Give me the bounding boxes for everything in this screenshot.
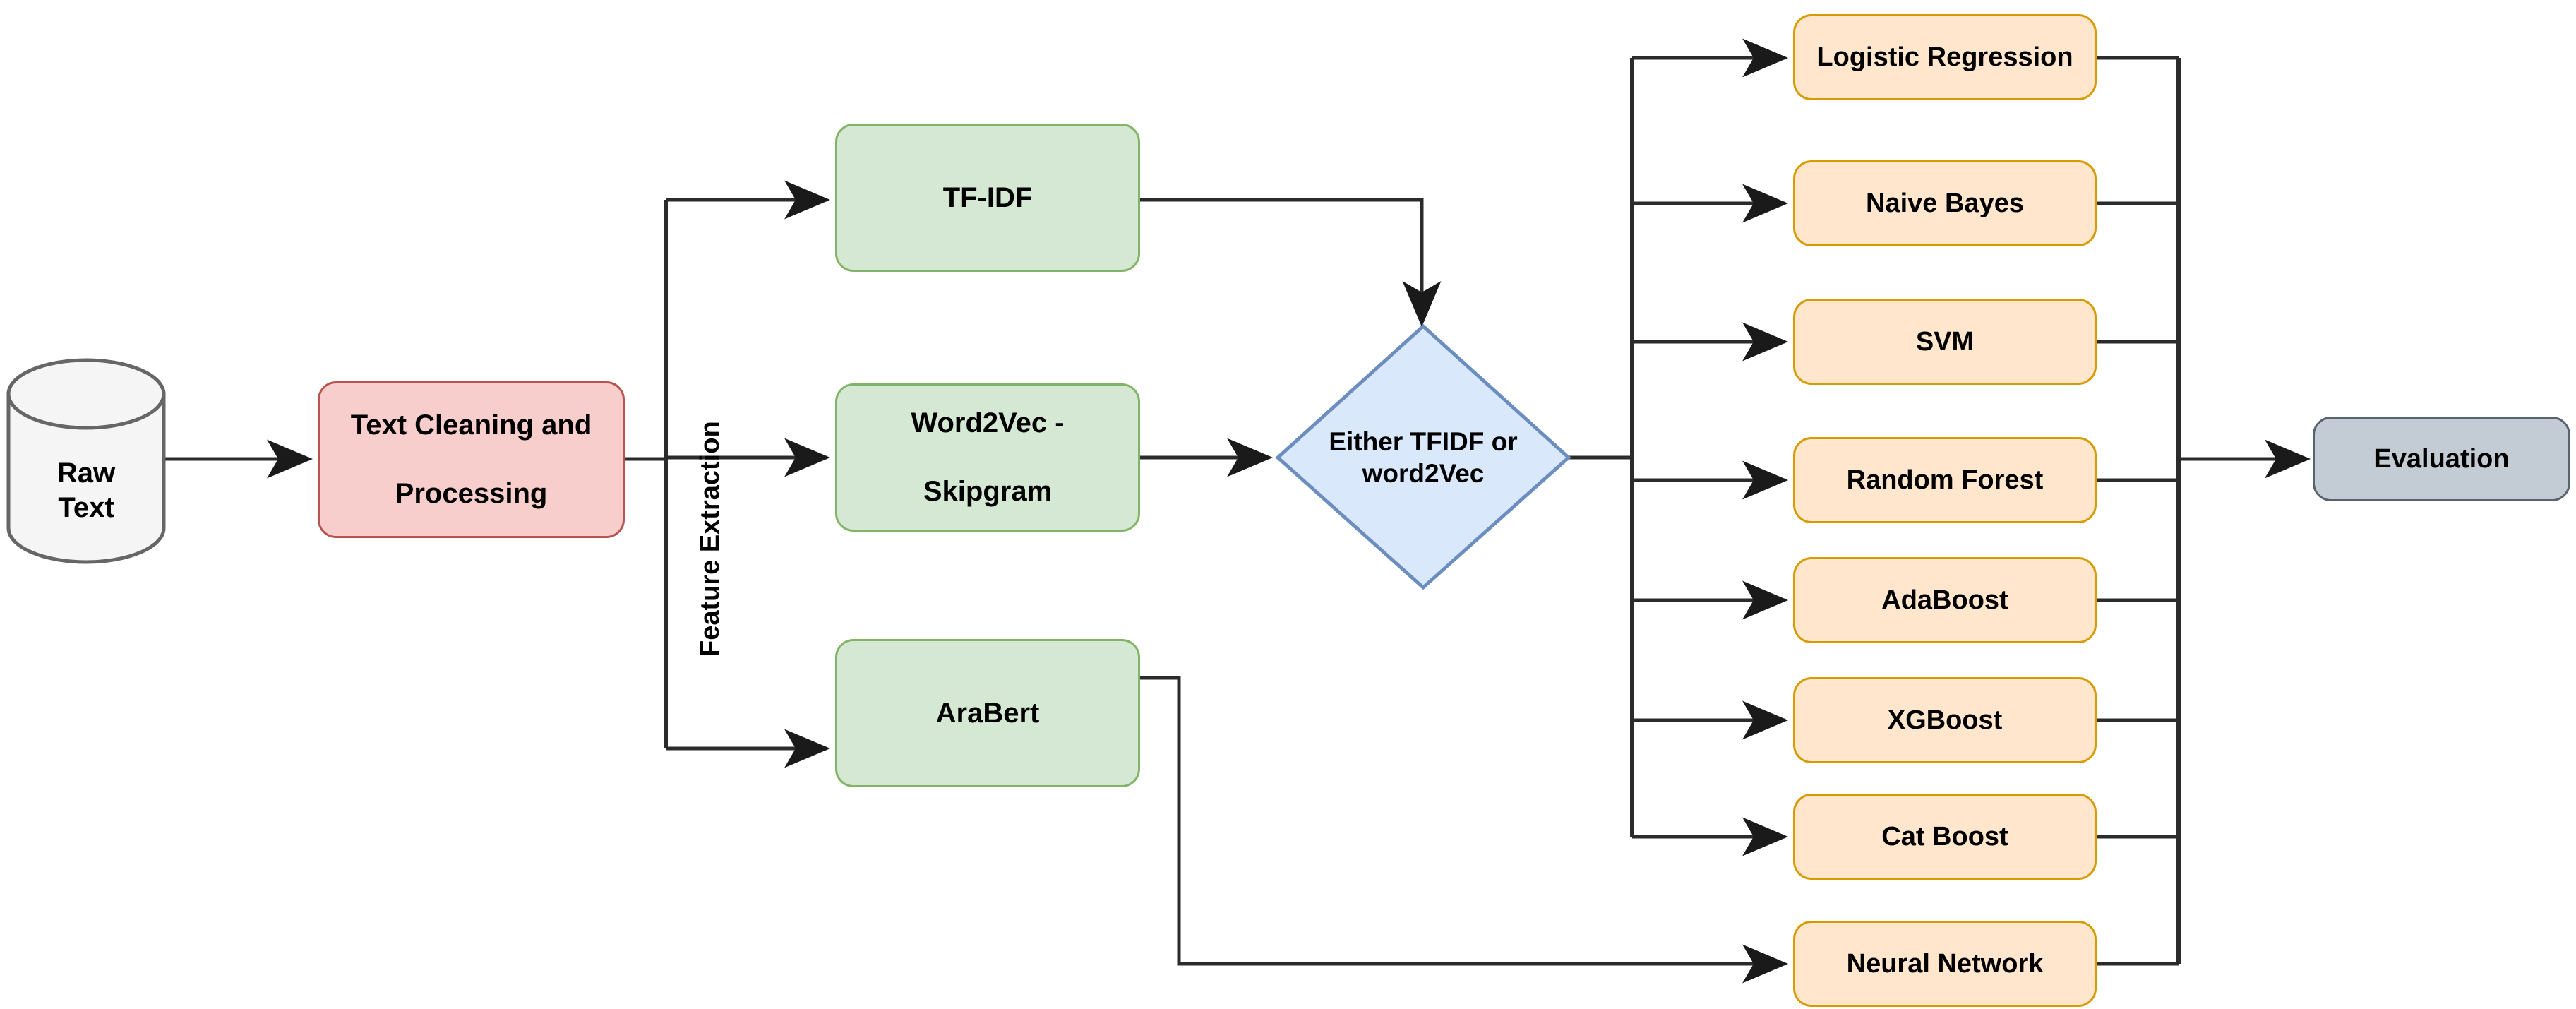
decision-label: Either TFIDF or word2Vec <box>1298 395 1549 520</box>
text-cleaning-line1: Text Cleaning and <box>350 409 592 441</box>
feature-extraction-label: Feature Extraction <box>695 421 725 657</box>
naive-bayes-label: Naive Bayes <box>1866 188 2024 218</box>
xgboost-label: XGBoost <box>1887 705 2003 735</box>
node-logistic-regression[interactable]: Logistic Regression <box>1793 14 2097 100</box>
node-text-cleaning-and-processing[interactable]: Text Cleaning and Processing <box>318 381 625 538</box>
word2vec-line2: Skipgram <box>923 476 1053 508</box>
node-svm[interactable]: SVM <box>1793 299 2097 385</box>
node-neural-network[interactable]: Neural Network <box>1793 921 2097 1007</box>
node-evaluation[interactable]: Evaluation <box>2313 417 2570 501</box>
evaluation-label: Evaluation <box>2373 443 2510 474</box>
adaboost-label: AdaBoost <box>1881 585 2008 615</box>
node-xgboost[interactable]: XGBoost <box>1793 677 2097 763</box>
neural-network-label: Neural Network <box>1846 948 2044 979</box>
node-naive-bayes[interactable]: Naive Bayes <box>1793 160 2097 246</box>
raw-text-cylinder <box>6 358 166 564</box>
decision-line2: word2Vec <box>1362 459 1485 488</box>
svm-label: SVM <box>1915 326 1975 357</box>
edge-arabert-to-neural-network <box>1140 676 1788 984</box>
raw-text-label: Raw Text <box>8 424 164 558</box>
node-cat-boost[interactable]: Cat Boost <box>1793 794 2097 880</box>
edge-tfidf-to-decision <box>1140 198 1442 327</box>
decision-diamond <box>1275 323 1571 590</box>
tf-idf-label: TF-IDF <box>942 181 1033 213</box>
cat-boost-label: Cat Boost <box>1881 821 2008 852</box>
logistic-regression-label: Logistic Regression <box>1816 42 2073 72</box>
text-cleaning-line2: Processing <box>395 478 548 510</box>
raw-text-line1: Raw <box>56 458 116 489</box>
node-adaboost[interactable]: AdaBoost <box>1793 557 2097 643</box>
node-random-forest[interactable]: Random Forest <box>1793 437 2097 523</box>
random-forest-label: Random Forest <box>1846 465 2044 495</box>
arabert-label: AraBert <box>935 697 1040 729</box>
node-tf-idf[interactable]: TF-IDF <box>835 124 1140 272</box>
decision-line1: Either TFIDF or <box>1329 426 1518 456</box>
node-word2vec-skipgram[interactable]: Word2Vec - Skipgram <box>835 383 1140 532</box>
word2vec-line1: Word2Vec - <box>911 407 1065 438</box>
raw-text-line2: Text <box>58 492 114 523</box>
node-arabert[interactable]: AraBert <box>835 639 1140 787</box>
